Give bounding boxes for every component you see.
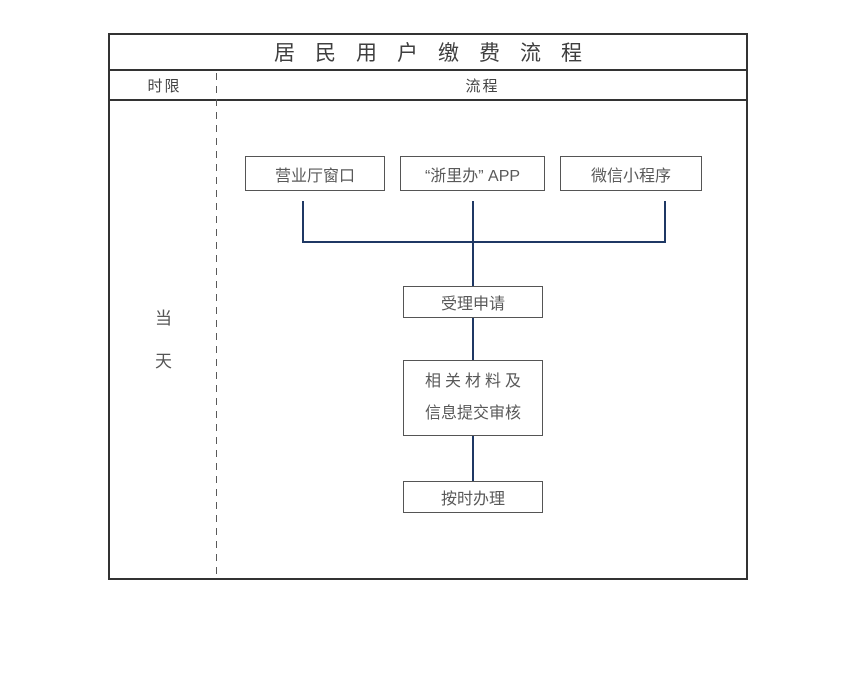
- connector-horizontal-bus: [302, 241, 666, 243]
- time-limit-char-2: 天: [155, 351, 172, 371]
- time-limit-header-label: 时限: [147, 77, 182, 95]
- column-header-row: 时限 流程: [110, 71, 746, 101]
- flow-box-handle-on-time: 按时办理: [403, 481, 543, 513]
- flow-box-label-line-2: 信息提交审核: [424, 405, 521, 422]
- connector-review-to-process: [472, 436, 474, 481]
- flow-box-label: 按时办理: [440, 491, 505, 508]
- time-limit-char-1: 当: [155, 308, 172, 328]
- time-limit-cell: 当 天: [110, 101, 217, 574]
- header-cell-time-limit: 时限: [110, 71, 217, 99]
- header-cell-process: 流程: [217, 71, 746, 99]
- flow-box-accept-application: 受理申请: [403, 286, 543, 318]
- flow-box-label: 微信小程序: [590, 167, 671, 185]
- process-flow-area: 营业厅窗口 “浙里办” APP 微信小程序 受理申请 相关材料及 信息提交审核: [217, 101, 746, 574]
- connector-drop-right: [664, 201, 666, 241]
- page-title: 居民用户缴费流程: [274, 42, 602, 65]
- connector-accept-to-review: [472, 318, 474, 360]
- dashed-column-divider: [216, 73, 217, 578]
- flow-box-label-line-1: 相关材料及: [424, 373, 525, 390]
- title-row: 居民用户缴费流程: [110, 35, 746, 71]
- connector-drop-left: [302, 201, 304, 241]
- process-header-label: 流程: [465, 77, 500, 95]
- flow-box-materials-review: 相关材料及 信息提交审核: [403, 360, 543, 436]
- flow-box-wechat-mini-program: 微信小程序: [560, 156, 702, 191]
- flow-box-zheliban-app: “浙里办” APP: [400, 156, 545, 191]
- flow-box-label: “浙里办” APP: [424, 167, 521, 185]
- flow-box-label: 受理申请: [440, 296, 505, 313]
- flow-box-label: 营业厅窗口: [274, 167, 355, 185]
- flow-box-service-hall-window: 营业厅窗口: [245, 156, 385, 191]
- flowchart-table: 居民用户缴费流程 时限 流程 当 天 营业厅窗口 “浙里办” APP 微信小程序: [108, 33, 748, 580]
- table-body-row: 当 天 营业厅窗口 “浙里办” APP 微信小程序 受理申请: [110, 101, 746, 574]
- connector-drop-center: [472, 201, 474, 286]
